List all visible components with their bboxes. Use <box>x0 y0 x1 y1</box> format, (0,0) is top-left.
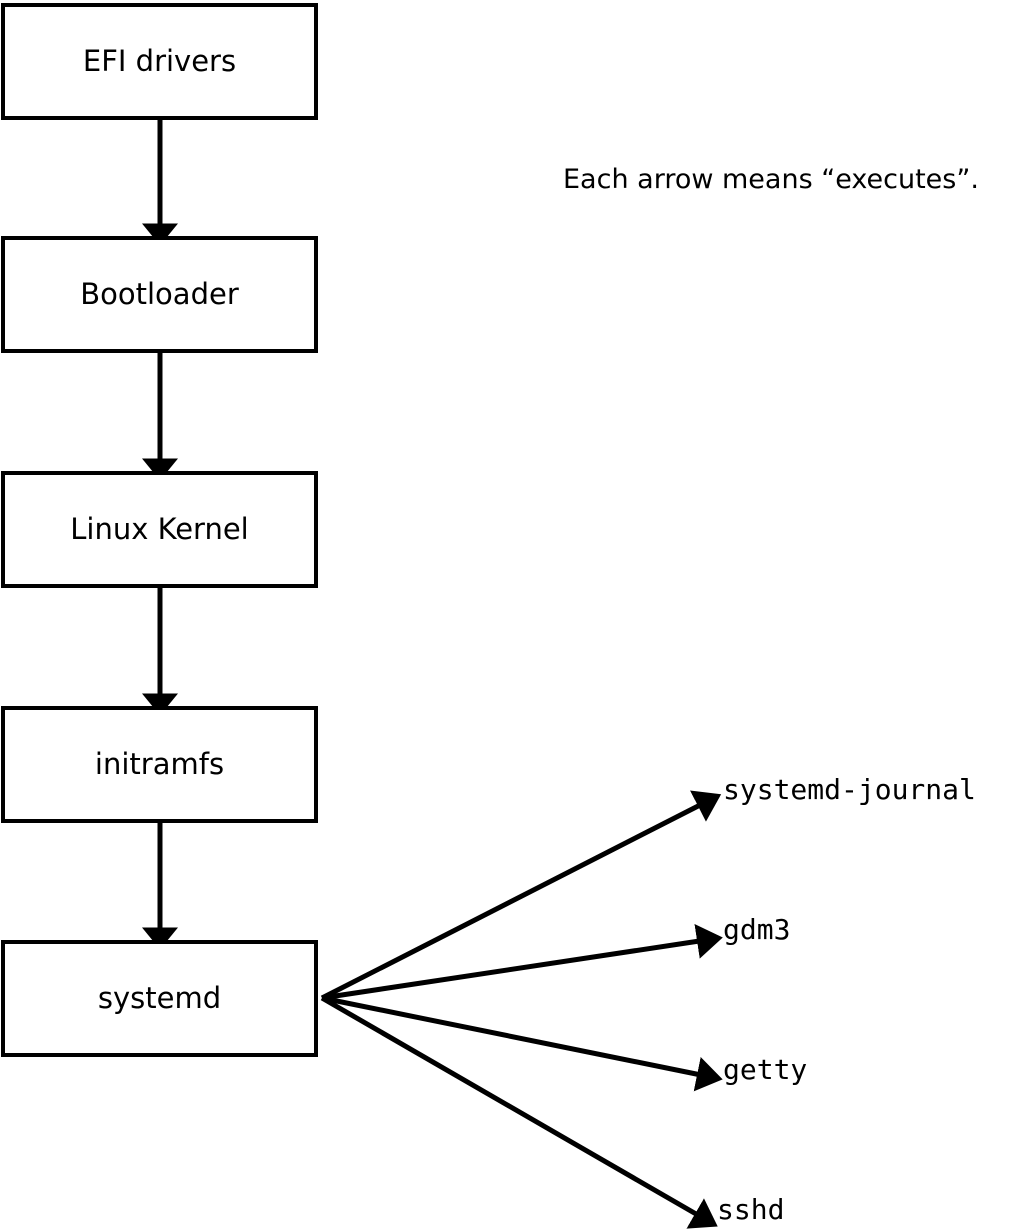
fan-arrow-gdm3 <box>321 924 723 1001</box>
legend-note: Each arrow means “executes”. <box>563 164 979 195</box>
stage-box-systemd[interactable]: systemd <box>1 940 318 1057</box>
stage-box-linux-kernel[interactable]: Linux Kernel <box>1 471 318 588</box>
stage-box-label: Linux Kernel <box>70 512 249 546</box>
stage-box-label: EFI drivers <box>82 44 237 78</box>
fan-arrow-systemd-journal <box>320 790 722 1001</box>
stage-box-bootloader[interactable]: Bootloader <box>1 236 318 353</box>
service-label-gdm3[interactable]: gdm3 <box>723 913 791 946</box>
fan-arrow-getty <box>321 995 723 1092</box>
stage-box-label: systemd <box>97 981 222 1015</box>
service-label-getty[interactable]: getty <box>723 1053 808 1086</box>
stage-box-efi-drivers[interactable]: EFI drivers <box>1 3 318 120</box>
service-label-systemd-journal[interactable]: systemd-journal <box>723 773 976 806</box>
service-label-sshd[interactable]: sshd <box>717 1193 785 1226</box>
stage-box-label: Bootloader <box>80 277 239 311</box>
fan-arrow-sshd <box>320 995 718 1229</box>
stage-box-initramfs[interactable]: initramfs <box>1 706 318 823</box>
fan-arrow-group <box>320 790 723 1229</box>
stage-box-label: initramfs <box>94 747 225 781</box>
